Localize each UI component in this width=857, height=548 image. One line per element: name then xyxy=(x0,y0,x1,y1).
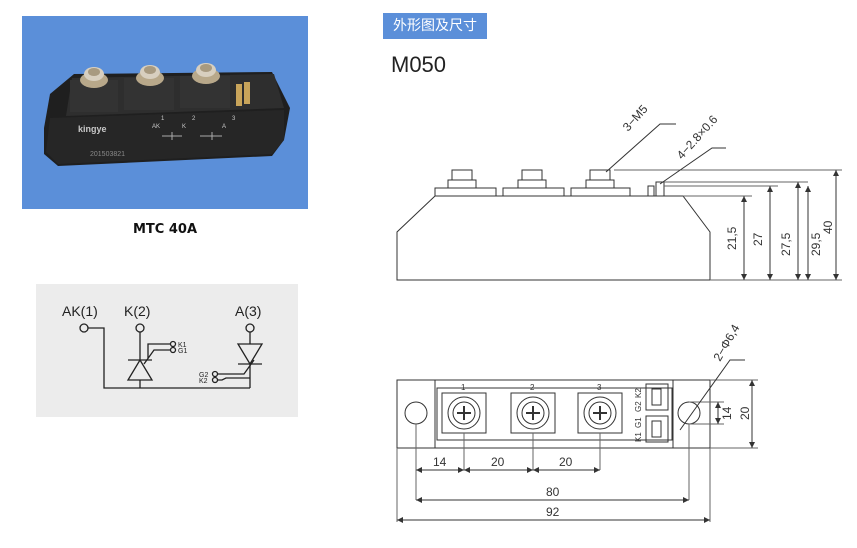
module-front-face xyxy=(46,110,284,164)
screw-icon xyxy=(192,63,220,84)
extension-line xyxy=(396,424,711,522)
terminal-label: AK xyxy=(152,124,160,130)
gate-wire xyxy=(147,343,152,358)
gate-label: K1 xyxy=(634,432,643,442)
terminal-label: K xyxy=(182,124,186,130)
tab-callout: 4−2.8×0.6 xyxy=(674,112,721,162)
terminal-screw-icon xyxy=(441,392,487,434)
gate-connector-pin xyxy=(651,388,662,406)
terminal-number: 3 xyxy=(597,383,602,392)
circuit-svg: AK(1) K(2) A(3) K1 G1 G2 K2 xyxy=(62,303,264,389)
height-dim-label: 27 xyxy=(751,232,765,246)
extension-line xyxy=(689,379,758,449)
side-view-boss xyxy=(434,187,497,196)
leader-line xyxy=(679,359,745,431)
leader-line xyxy=(659,147,726,185)
top-view xyxy=(396,359,758,523)
depth-dim-label: 14 xyxy=(720,406,734,420)
depth-dim-label: 20 xyxy=(738,406,752,420)
mounting-hole xyxy=(677,401,701,425)
gate-label-g1: G1 xyxy=(178,348,187,355)
terminal-label: A xyxy=(222,124,226,130)
section-header: 外形图及尺寸 xyxy=(383,13,487,39)
wire xyxy=(88,327,250,389)
gate-wire xyxy=(218,377,250,381)
terminal-circle xyxy=(211,376,219,384)
gate-tab xyxy=(236,84,242,106)
gate-wire xyxy=(143,349,170,365)
terminal-circle xyxy=(169,340,177,348)
height-dim-label: 21,5 xyxy=(725,226,739,250)
photo-caption: MTC 40A xyxy=(132,222,198,237)
terminal-screw-icon xyxy=(577,392,623,434)
gate-connector xyxy=(645,415,669,443)
width-dim-label: 92 xyxy=(546,505,560,519)
gate-tab xyxy=(244,82,250,104)
product-photo: kingye AK 1 K 2 A 3 201503821 xyxy=(22,16,308,209)
extension-line xyxy=(415,424,601,470)
thyristor-1 xyxy=(126,354,154,388)
height-dim-label: 29,5 xyxy=(809,232,823,256)
side-view xyxy=(396,123,842,281)
screw-icon xyxy=(447,169,477,188)
side-view-boss xyxy=(502,187,565,196)
thyristor-2 xyxy=(236,343,264,388)
terminal-label: 2 xyxy=(192,116,196,122)
module-illustration: kingye AK 1 K 2 A 3 201503821 xyxy=(44,63,290,166)
width-dim-label: 14 xyxy=(433,455,447,469)
terminal-label-a: A(3) xyxy=(235,303,261,319)
gate-label-k2: K2 xyxy=(199,378,208,385)
gate-label-g2: G2 xyxy=(199,372,208,379)
height-dim-label: 27,5 xyxy=(779,232,793,256)
screw-icon xyxy=(80,67,108,88)
brand-label: kingye xyxy=(78,124,107,134)
screw-icon xyxy=(585,169,615,188)
terminal-screw-icon xyxy=(510,392,556,434)
terminal-label-k: K(2) xyxy=(124,303,150,319)
gate-label-k1: K1 xyxy=(178,342,187,349)
gate-wire xyxy=(218,359,255,375)
side-view-boss xyxy=(570,187,631,196)
gate-label: G1 xyxy=(634,417,643,428)
width-dim-label: 20 xyxy=(491,455,505,469)
terminal-number: 2 xyxy=(530,383,535,392)
height-dim-label: 40 xyxy=(821,220,835,234)
gate-label: K2 xyxy=(634,388,643,398)
serial-label: 201503821 xyxy=(90,151,125,158)
screw-icon xyxy=(517,169,547,188)
top-view-body xyxy=(396,379,711,449)
printed-symbol xyxy=(162,132,222,140)
leader-line xyxy=(605,123,676,173)
gate-connector-pin xyxy=(651,420,662,438)
model-title: M050 xyxy=(391,52,447,77)
top-view-inner xyxy=(436,387,673,441)
terminal-label: 1 xyxy=(161,116,165,122)
terminal-circle xyxy=(211,370,219,378)
circuit-schematic: AK(1) K(2) A(3) K1 G1 G2 K2 xyxy=(36,284,298,417)
hole-callout: 2−Φ6,4 xyxy=(710,322,742,364)
width-dim-label: 80 xyxy=(546,485,560,499)
side-view-body xyxy=(396,195,711,281)
width-dim-label: 20 xyxy=(559,455,573,469)
mounting-hole xyxy=(404,401,428,425)
terminal-label-ak: AK(1) xyxy=(62,303,98,319)
gate-connector xyxy=(645,383,669,411)
terminal-number: 1 xyxy=(461,383,466,392)
top-view-divider xyxy=(434,380,674,448)
screw-callout: 3−M5 xyxy=(620,102,651,134)
terminal-label: 3 xyxy=(232,116,236,122)
gate-tab xyxy=(647,181,665,196)
gate-label: G2 xyxy=(634,401,643,412)
terminal-circle xyxy=(169,346,177,354)
screw-icon xyxy=(136,65,164,86)
